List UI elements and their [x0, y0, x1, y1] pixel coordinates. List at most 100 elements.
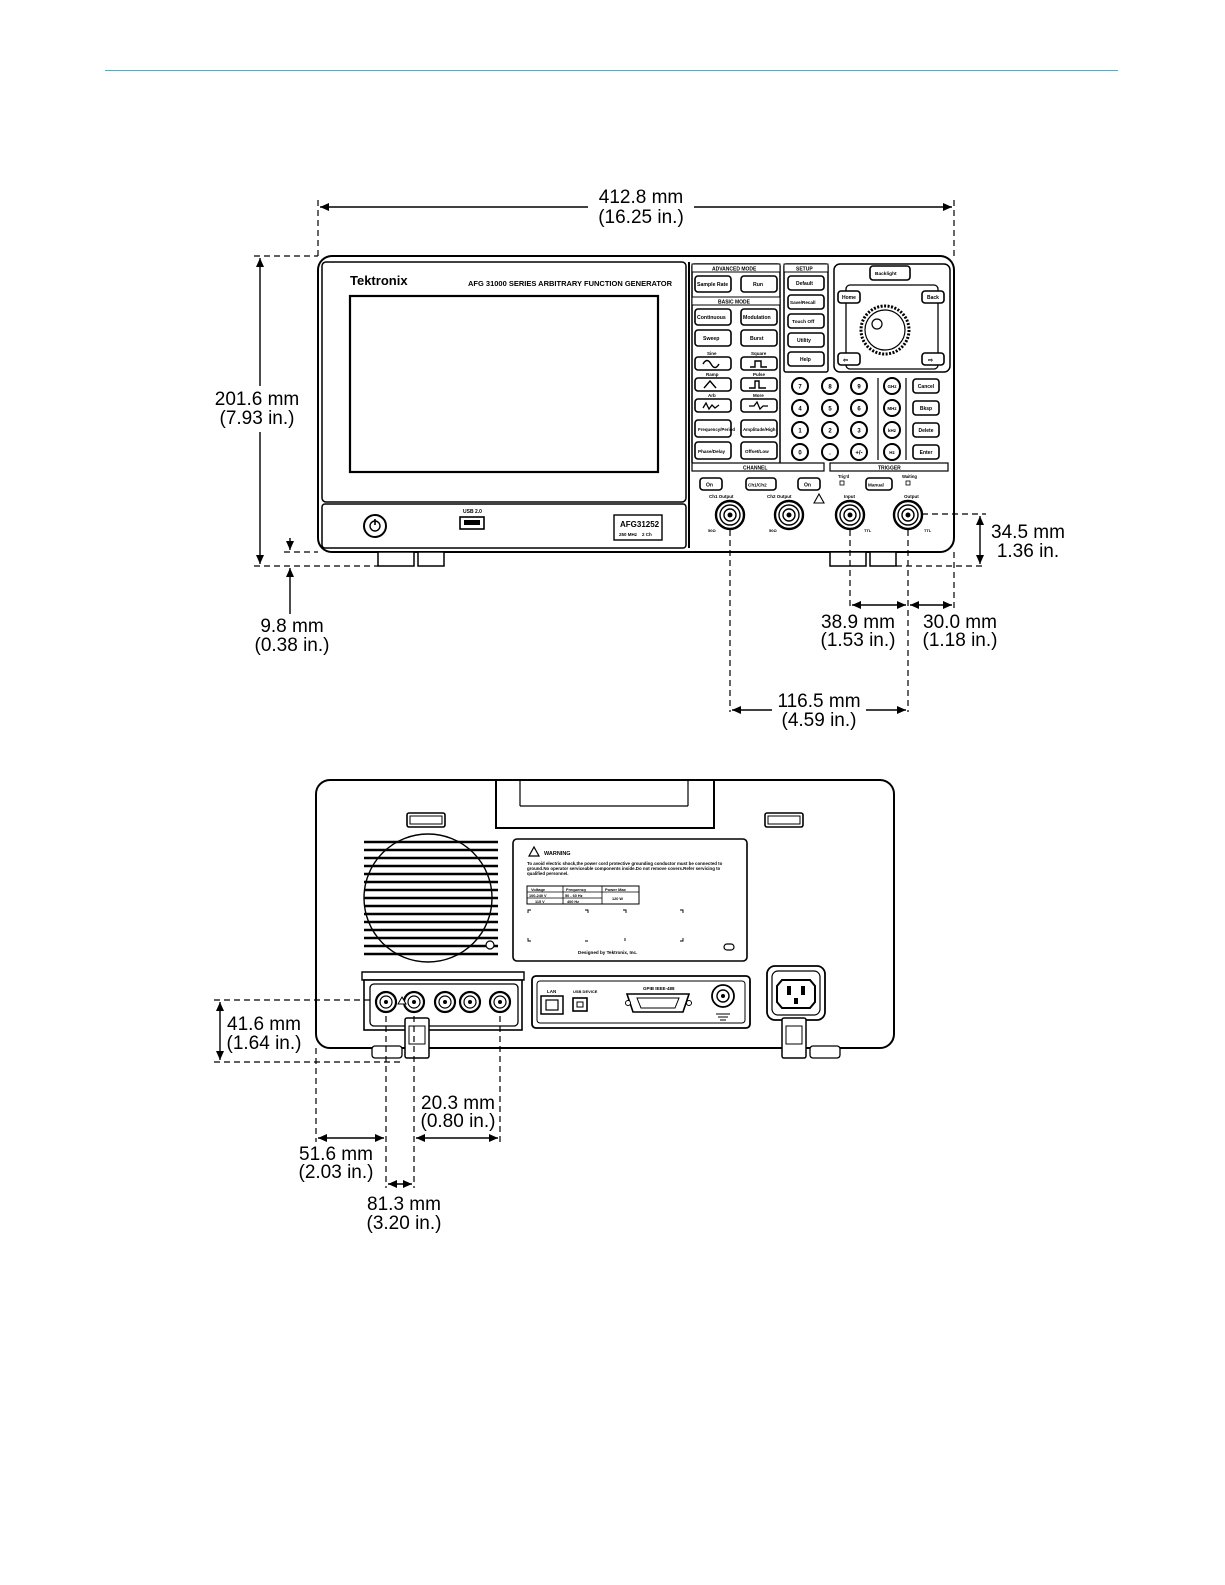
rear-view: WARNING To avoid electric shock,the powe…	[315, 779, 895, 1059]
keypad-key[interactable]: 9	[850, 377, 868, 395]
more-wave-button[interactable]	[740, 398, 778, 413]
ch1-on-button[interactable]: On	[699, 477, 723, 491]
keypad-key[interactable]: 4	[791, 399, 809, 417]
svg-text:50 - 60 Hz: 50 - 60 Hz	[565, 894, 583, 898]
continuous-button[interactable]: Continuous	[694, 308, 732, 326]
edit-button-label: Bksp	[920, 406, 932, 412]
svg-text:2 Ch: 2 Ch	[642, 532, 652, 537]
phase-delay-button[interactable]: Phase/Delay	[694, 441, 732, 460]
ch2-on-button[interactable]: On	[797, 477, 821, 491]
edit-button[interactable]: Cancel	[912, 378, 940, 394]
frequency-period-button[interactable]: Frequency/Period	[694, 419, 735, 438]
svg-text:Sweep: Sweep	[703, 336, 719, 342]
svg-text:Ch1/Ch2: Ch1/Ch2	[748, 483, 767, 488]
svg-text:AFG31252: AFG31252	[620, 520, 660, 529]
rear-spacing-dimension: 20.3 mm	[421, 1093, 495, 1114]
dimension-annotations: 412.8 mm (16.25 in.) 201.6 mm (7.93 in.)…	[214, 187, 1065, 1234]
keypad-key-label: 8	[828, 385, 832, 391]
keypad-key[interactable]: .	[821, 443, 839, 461]
keypad-key[interactable]: 5	[821, 399, 839, 417]
svg-text:⇨: ⇨	[928, 358, 933, 364]
warning-icon	[527, 845, 541, 857]
waiting-led-label: Waiting	[902, 474, 917, 479]
power-button[interactable]	[363, 514, 387, 538]
ramp-wave-button[interactable]	[694, 377, 732, 392]
keypad-key-label: 7	[798, 385, 802, 391]
rear-bnc-connectors	[374, 990, 512, 1014]
svg-text:Home: Home	[842, 295, 856, 301]
series-title: AFG 31000 SERIES ARBITRARY FUNCTION GENE…	[468, 279, 673, 288]
keypad-key[interactable]: 8	[821, 377, 839, 395]
channel-label: CHANNEL	[743, 466, 767, 472]
waiting-led	[905, 480, 911, 486]
basic-mode-label: BASIC MODE	[718, 300, 751, 306]
right-arrow-button[interactable]: ⇨	[921, 352, 945, 366]
keypad-key[interactable]: 7	[791, 377, 809, 395]
amplitude-high-button[interactable]: Amplitude/High	[740, 419, 778, 438]
unit-button[interactable]: GHz	[883, 377, 901, 395]
svg-text:Utility: Utility	[797, 338, 811, 344]
bnc-connector	[433, 990, 457, 1014]
keypad-key-label: 1	[798, 429, 802, 435]
keypad-key-label: 0	[798, 451, 802, 457]
bnc-connector	[892, 499, 924, 531]
square-wave-button[interactable]	[740, 356, 778, 371]
unit-button[interactable]: Hz	[883, 443, 901, 461]
keypad-key-label: 5	[828, 407, 832, 413]
unit-button-label: MHz	[887, 406, 897, 411]
sweep-button[interactable]: Sweep	[694, 329, 732, 347]
unit-button[interactable]: kHz	[883, 421, 901, 439]
home-button[interactable]: Home	[837, 290, 861, 304]
run-button[interactable]: Run	[740, 275, 778, 293]
edit-button[interactable]: Delete	[912, 422, 940, 438]
modulation-button[interactable]: Modulation	[740, 308, 778, 326]
default-button[interactable]: Default	[787, 275, 825, 291]
keypad-key[interactable]: 0	[791, 443, 809, 461]
rotary-knob[interactable]	[859, 304, 911, 356]
manual-trigger-button[interactable]: Manual	[865, 477, 893, 491]
edit-button[interactable]: Enter	[912, 444, 940, 460]
utility-button[interactable]: Utility	[787, 332, 825, 348]
keypad-key[interactable]: 1	[791, 421, 809, 439]
trigger-spacing-dimension: 38.9 mm	[821, 612, 895, 633]
keypad-key-label: +/-	[855, 451, 862, 457]
unit-button[interactable]: MHz	[883, 399, 901, 417]
svg-text:(3.20 in.): (3.20 in.)	[367, 1213, 442, 1234]
offset-low-button[interactable]: Offset/Low	[740, 441, 778, 460]
ch1-ch2-button[interactable]: Ch1/Ch2	[745, 477, 777, 491]
keypad-key[interactable]: 3	[850, 421, 868, 439]
help-button[interactable]: Help	[787, 351, 825, 367]
edge-output-dimension: 30.0 mm	[923, 612, 997, 633]
svg-text:LAN: LAN	[547, 989, 556, 994]
sine-wave-button[interactable]	[694, 356, 732, 371]
svg-text:USB 2.0: USB 2.0	[463, 509, 482, 515]
edit-button[interactable]: Bksp	[912, 400, 940, 416]
model-badge: AFG31252 250 MHz 2 Ch	[613, 514, 663, 541]
touch-off-button[interactable]: Touch Off	[787, 313, 825, 329]
trigger-output-label: Output	[904, 494, 919, 499]
svg-text:Manual: Manual	[868, 483, 884, 488]
svg-text:(1.53 in.): (1.53 in.)	[821, 630, 896, 651]
height-dimension: 201.6 mm	[215, 389, 299, 410]
edit-button-label: Cancel	[918, 384, 935, 390]
keypad-key[interactable]: 2	[821, 421, 839, 439]
pulse-wave-button[interactable]	[740, 377, 778, 392]
svg-text:(2.03 in.): (2.03 in.)	[299, 1162, 374, 1183]
arb-wave-button[interactable]	[694, 398, 732, 413]
foot-dimension: 9.8 mm	[260, 616, 323, 637]
setup-label: SETUP	[796, 267, 813, 273]
left-arrow-button[interactable]: ⇦	[837, 352, 861, 366]
back-button[interactable]: Back	[921, 290, 945, 304]
backlight-button[interactable]: Backlight	[869, 265, 911, 281]
svg-text:Voltage: Voltage	[531, 887, 546, 892]
sample-rate-button[interactable]: Sample Rate	[694, 275, 732, 293]
save-recall-button[interactable]: Save/Recall	[787, 294, 825, 310]
keypad-key[interactable]: 6	[850, 399, 868, 417]
svg-text:Touch Off: Touch Off	[792, 319, 815, 325]
keypad-key[interactable]: +/-	[850, 443, 868, 461]
warning-icon	[397, 995, 407, 1005]
svg-text:⇦: ⇦	[842, 358, 848, 364]
burst-button[interactable]: Burst	[740, 329, 778, 347]
